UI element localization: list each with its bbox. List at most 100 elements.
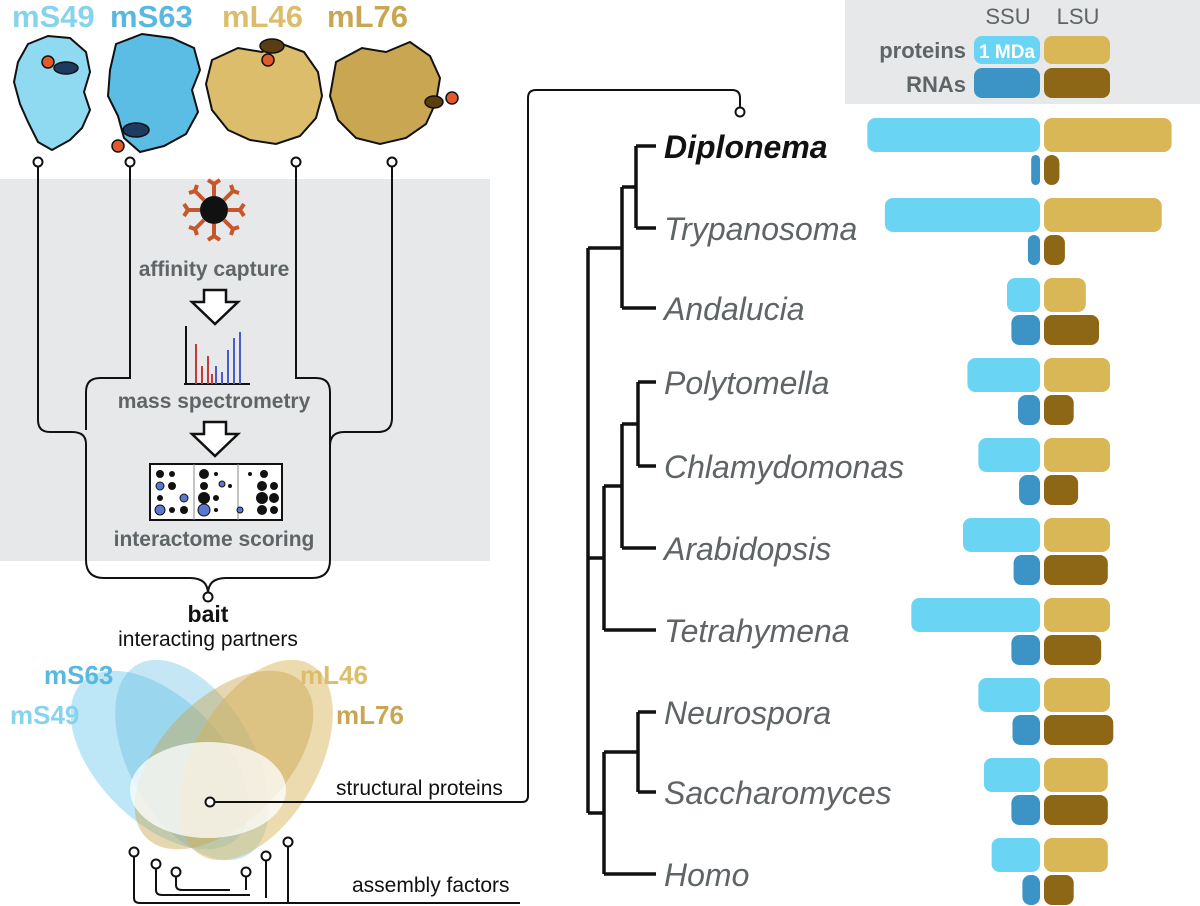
lsu-protein-bar bbox=[1044, 438, 1110, 472]
interacting-partners-title: interacting partners bbox=[118, 628, 298, 651]
assembly-dot bbox=[260, 850, 272, 862]
assembly-dot bbox=[150, 858, 162, 870]
species-label: Saccharomyces bbox=[664, 775, 892, 811]
lsu-protein-bar bbox=[1044, 118, 1172, 152]
bait-connector-dot bbox=[290, 156, 302, 168]
bait-junction-dot bbox=[202, 591, 214, 603]
lsu-protein-bar bbox=[1044, 598, 1110, 632]
legend-swatch-lsu-protein bbox=[1044, 36, 1110, 64]
step-mass-spectrometry: mass spectrometry bbox=[118, 390, 311, 413]
bait-connector-ms63 bbox=[85, 162, 131, 430]
species-label: Homo bbox=[664, 857, 749, 893]
structural-proteins-dot bbox=[204, 796, 216, 808]
lsu-rna-bar bbox=[1044, 395, 1074, 425]
lsu-rna-bar bbox=[1044, 155, 1060, 185]
affinity-bead-icon bbox=[182, 178, 246, 242]
bait-connector-ms49 bbox=[37, 162, 209, 595]
assembly-factors-label: assembly factors bbox=[352, 874, 510, 897]
bait-label-ms49: mS49 bbox=[12, 0, 95, 34]
legend-row-rnas: RNAs bbox=[906, 72, 966, 97]
species-label: Arabidopsis bbox=[662, 531, 831, 567]
lsu-protein-bar bbox=[1044, 278, 1086, 312]
assembly-dot bbox=[128, 846, 140, 858]
lsu-rna-bar bbox=[1044, 715, 1114, 745]
legend-swatch-lsu-rna bbox=[1044, 68, 1110, 98]
venn-diagram bbox=[70, 659, 333, 861]
lsu-protein-bar bbox=[1044, 758, 1108, 792]
ribosome-ms63 bbox=[106, 32, 202, 154]
ssu-rna-bar bbox=[1013, 555, 1040, 585]
legend-scale-label: 1 MDa bbox=[979, 42, 1035, 63]
mass-spectrum-icon bbox=[184, 326, 250, 385]
bait-connector-dot bbox=[386, 156, 398, 168]
structural-proteins-label: structural proteins bbox=[336, 777, 503, 800]
legend-row-proteins: proteins bbox=[879, 38, 966, 63]
lsu-rna-bar bbox=[1044, 795, 1108, 825]
interactome-matrix-icon bbox=[149, 463, 283, 521]
tree-connector-dot bbox=[734, 106, 746, 118]
lsu-protein-bar bbox=[1044, 838, 1108, 872]
venn-label-ml76: mL76 bbox=[336, 700, 404, 730]
assembly-dot bbox=[282, 836, 294, 848]
assembly-factors-connector bbox=[133, 846, 520, 904]
species-label: Polytomella bbox=[664, 365, 829, 401]
species-label: Tetrahymena bbox=[664, 613, 850, 649]
ssu-protein-bar bbox=[991, 838, 1040, 872]
legend-col-ssu: SSU bbox=[985, 4, 1030, 29]
lsu-rna-bar bbox=[1044, 875, 1074, 905]
ssu-rna-bar bbox=[1019, 475, 1040, 505]
legend-col-lsu: LSU bbox=[1057, 4, 1100, 29]
ribosome-ml46 bbox=[204, 38, 324, 146]
step-interactome-scoring: interactome scoring bbox=[114, 528, 315, 551]
ssu-rna-bar bbox=[1018, 395, 1040, 425]
down-arrow-icon bbox=[188, 420, 242, 458]
lsu-protein-bar bbox=[1044, 678, 1110, 712]
species-label: Diplonema bbox=[664, 129, 828, 165]
bait-connector-ml46 bbox=[207, 162, 331, 595]
ssu-rna-bar bbox=[1022, 875, 1040, 905]
ssu-protein-bar bbox=[983, 758, 1040, 792]
species-label: Trypanosoma bbox=[664, 211, 857, 247]
bait-title: bait bbox=[188, 601, 229, 627]
ssu-protein-bar bbox=[978, 438, 1040, 472]
ssu-protein-bar bbox=[911, 598, 1040, 632]
legend-swatch-ssu-rna bbox=[974, 68, 1040, 98]
bait-label-ml46: mL46 bbox=[222, 0, 303, 34]
lsu-rna-bar bbox=[1044, 315, 1099, 345]
assembly-dot bbox=[240, 866, 252, 878]
bait-connector-dot bbox=[32, 156, 44, 168]
ssu-protein-bar bbox=[967, 358, 1040, 392]
assembly-dot bbox=[170, 866, 182, 878]
lsu-protein-bar bbox=[1044, 358, 1110, 392]
phylogenetic-tree bbox=[586, 144, 656, 876]
lsu-protein-bar bbox=[1044, 518, 1110, 552]
bait-connector-ml76 bbox=[329, 162, 393, 447]
ssu-protein-bar bbox=[1007, 278, 1040, 312]
ssu-rna-bar bbox=[1031, 155, 1040, 185]
venn-label-ms63: mS63 bbox=[44, 660, 113, 690]
bait-connector-dot bbox=[124, 156, 136, 168]
lsu-rna-bar bbox=[1044, 555, 1108, 585]
ssu-protein-bar bbox=[867, 118, 1040, 152]
step-affinity-capture: affinity capture bbox=[139, 258, 290, 281]
lsu-rna-bar bbox=[1044, 635, 1102, 665]
ssu-protein-bar bbox=[963, 518, 1040, 552]
species-label: Neurospora bbox=[664, 695, 831, 731]
ribosome-ml76 bbox=[328, 40, 459, 146]
bait-label-ml76: mL76 bbox=[327, 0, 408, 34]
lsu-rna-bar bbox=[1044, 475, 1079, 505]
ssu-rna-bar bbox=[1011, 635, 1040, 665]
mass-bar-chart bbox=[867, 118, 1172, 905]
venn-label-ml46: mL46 bbox=[300, 660, 368, 690]
venn-label-ms49: mS49 bbox=[10, 700, 79, 730]
ssu-rna-bar bbox=[1011, 315, 1040, 345]
bait-label-ms63: mS63 bbox=[110, 0, 193, 34]
ssu-protein-bar bbox=[978, 678, 1040, 712]
legend-swatch-ssu-protein bbox=[974, 36, 1040, 64]
ssu-rna-bar bbox=[1027, 235, 1040, 265]
species-label: Chlamydomonas bbox=[664, 449, 904, 485]
species-label: Andalucia bbox=[662, 291, 805, 327]
ssu-protein-bar bbox=[884, 198, 1040, 232]
lsu-protein-bar bbox=[1044, 198, 1162, 232]
